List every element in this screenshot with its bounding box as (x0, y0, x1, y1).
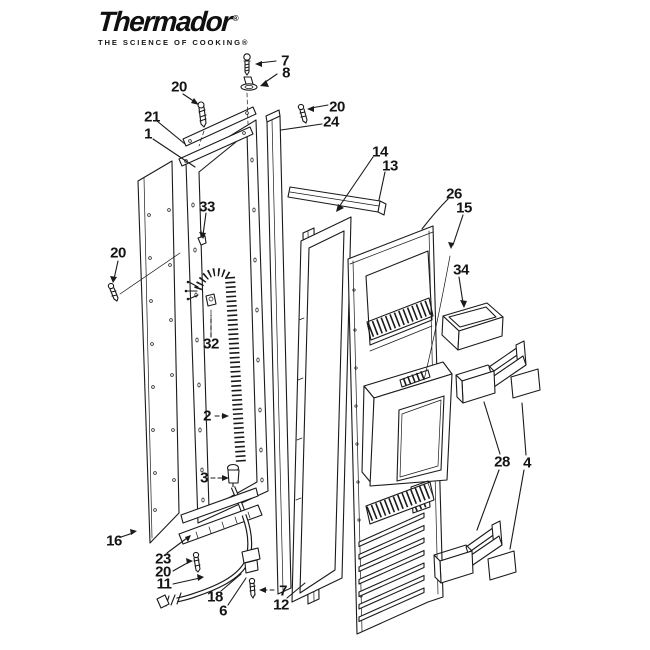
bin-divider-lower (487, 550, 517, 581)
top-hinge-screw (243, 53, 251, 76)
screws-20 (107, 101, 308, 573)
brand-logo: Thermador® THE SCIENCE OF COOKING® (97, 6, 250, 47)
part-callout-20-screw: 20 (171, 78, 187, 96)
door-bin-lower (433, 520, 517, 584)
part-callout-20-screw: 20 (110, 244, 126, 262)
connector-32 (205, 293, 217, 307)
leader-lines (110, 60, 527, 606)
outer-door-panel (137, 160, 180, 544)
part-callout-18-tube-clamp: 18 (207, 588, 223, 606)
dispenser-window (396, 395, 445, 482)
part-callout-7-screw: 7 (279, 582, 287, 600)
part-callout-16-outer-door-panel: 16 (106, 532, 122, 550)
ice-chute-tray (441, 302, 504, 351)
part-callout-14-gasket-frame: 14 (372, 143, 388, 161)
clamp-screw (248, 577, 256, 585)
part-callout-3-harness-end-fitting: 3 (200, 469, 208, 487)
bottom-rails (178, 487, 263, 545)
part-callout-23-bottom-rail: 23 (155, 550, 171, 568)
door-bin-upper (455, 340, 541, 404)
part-callout-6-clamp-screw: 6 (219, 602, 227, 620)
part-callout-33-clip: 33 (199, 198, 215, 216)
part-callout-13-retainer-bar: 13 (382, 157, 398, 175)
part-callout-21-hinge-bar: 21 (144, 108, 160, 126)
part-callout-1-door-frame: 1 (144, 125, 152, 143)
part-callout-2-wire-harness: 2 (203, 407, 211, 425)
brand-tagline: THE SCIENCE OF COOKING® (98, 38, 250, 47)
bin-divider-upper (510, 368, 541, 399)
part-callout-28-door-bin: 28 (494, 453, 510, 471)
part-callout-8-hinge-cam-bushing: 8 (282, 64, 290, 82)
hinge-cam (240, 76, 258, 125)
gasket-frame (291, 216, 352, 603)
part-callout-11-water-tube: 11 (156, 575, 172, 593)
part-callout-32-harness-connector: 32 (203, 335, 219, 353)
part-callout-12-trim-strip: 12 (273, 596, 289, 614)
door-frame (185, 119, 269, 524)
part-callout-15-screw: 15 (456, 199, 472, 217)
retainer-bar (287, 186, 387, 216)
part-callout-4-bin-divider: 4 (523, 454, 531, 472)
water-tube (156, 514, 253, 609)
trim-strip-24 (265, 109, 292, 595)
part-callout-20-screw: 20 (329, 98, 345, 116)
lower-wire-shelf (365, 481, 435, 525)
part-callout-20-screw: 20 (155, 563, 171, 581)
part-callout-34-ice-chute-tray: 34 (453, 261, 469, 279)
louver-grille (358, 512, 425, 623)
part-callout-24-trim-strip: 24 (323, 113, 339, 131)
upper-wire-shelf (366, 297, 434, 341)
part-callout-26-inner-door-liner: 26 (446, 185, 462, 203)
part-callout-7-top-hinge-screw: 7 (281, 52, 289, 70)
registered-mark: ® (232, 14, 239, 23)
tube-clamp (241, 547, 261, 599)
